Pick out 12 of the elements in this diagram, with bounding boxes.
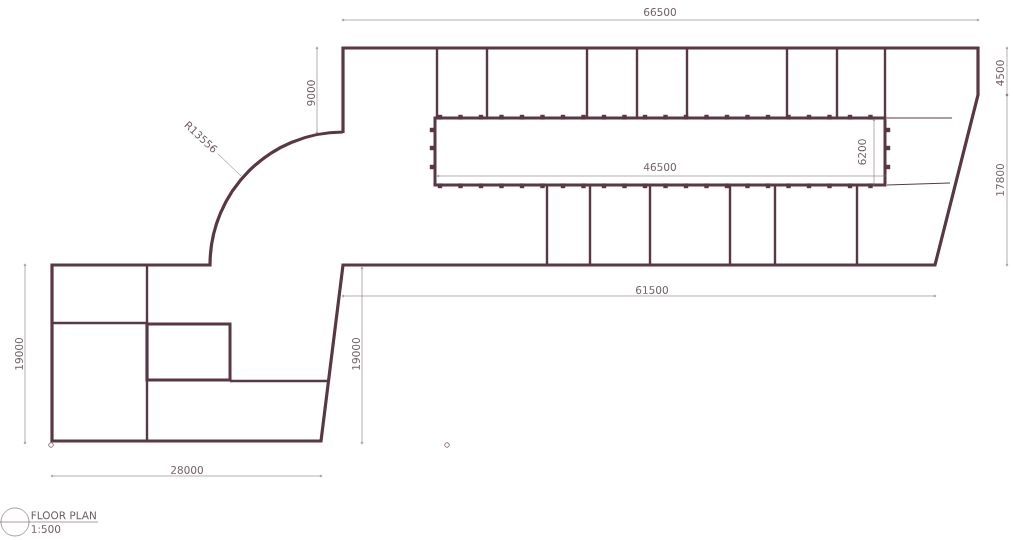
- dimension-label: 19000: [15, 338, 23, 370]
- dimension-label: 6200: [858, 139, 866, 165]
- dimension-label: 9000: [307, 80, 315, 106]
- dimension-label: 19000: [352, 338, 360, 370]
- dimension-label: 66500: [644, 8, 676, 16]
- dimension-label: 46500: [643, 163, 676, 171]
- scale-label: 1:500: [31, 525, 61, 533]
- drawing-title: FLOOR PLAN: [31, 511, 96, 520]
- dimension-label: 61500: [636, 286, 668, 294]
- dimension-label: 4500: [996, 60, 1004, 86]
- dimension-label: 17800: [996, 164, 1004, 196]
- dimension-label: 28000: [171, 466, 203, 474]
